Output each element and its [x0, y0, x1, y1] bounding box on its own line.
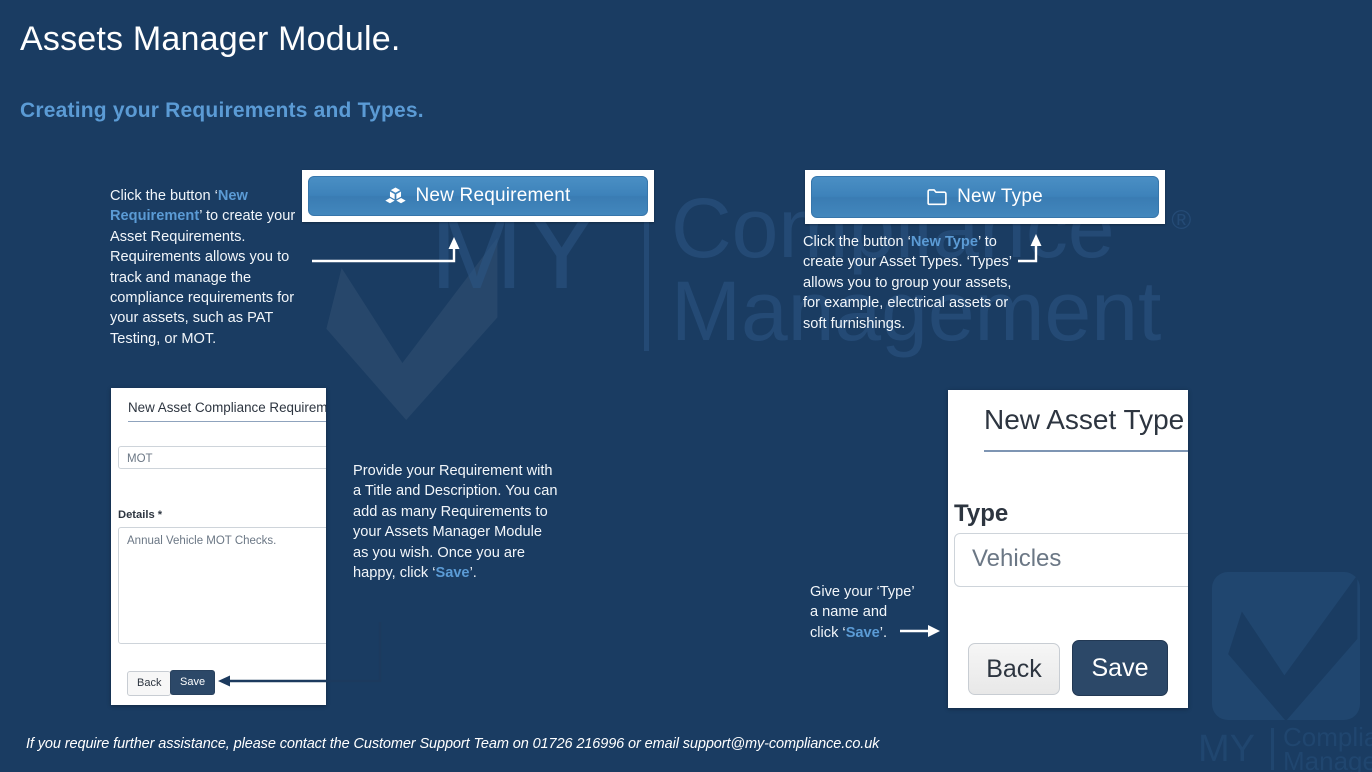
new-type-button[interactable]: New Type: [811, 176, 1159, 218]
new-asset-compliance-requirement-form: New Asset Compliance Requirement Require…: [111, 388, 326, 705]
watermark-checkmark-icon: [310, 230, 510, 420]
logo-divider: [1271, 728, 1274, 771]
callout-form-part1: Provide your Requirement with a Title an…: [353, 463, 558, 582]
callout-req-part1: Click the button ‘: [110, 188, 218, 204]
callout-req-highlight: New Requirement: [110, 188, 248, 225]
type-input[interactable]: Vehicles: [954, 533, 1188, 587]
callout-type-name: Give your ‘Type’ a name and click ‘Save’…: [810, 582, 915, 643]
callout-name-highlight: Save: [845, 624, 880, 641]
logo-square: [1212, 572, 1360, 720]
type-back-button[interactable]: Back: [968, 643, 1060, 695]
details-textarea[interactable]: Annual Vehicle MOT Checks.: [118, 527, 326, 644]
callout-type-part1: Click the button ‘: [803, 234, 911, 250]
requirement-save-button[interactable]: Save: [170, 670, 216, 695]
callout-name-part1: Give your ‘Type’ a name and click ‘: [810, 584, 915, 641]
callout-type-highlight: New Type: [910, 234, 978, 250]
logo-brand-compliance: Compliance: [1283, 722, 1372, 752]
logo-brand-text: MY ® Compliance Management: [1198, 722, 1372, 772]
page-title: Assets Manager Module.: [20, 20, 401, 58]
new-requirement-button[interactable]: New Requirement: [308, 176, 648, 216]
connector-arrow-new-requirement: [310, 236, 466, 270]
watermark-divider: [644, 201, 649, 351]
boxes-icon: [385, 187, 407, 206]
requirement-back-button[interactable]: Back: [127, 671, 172, 696]
logo-checkmark-icon: [1212, 572, 1372, 724]
type-form-divider: [984, 450, 1188, 452]
type-save-button[interactable]: Save: [1072, 640, 1168, 696]
new-asset-type-form: New Asset Type Type Vehicles Back Save: [948, 390, 1188, 708]
callout-form-part2: ’.: [469, 565, 477, 582]
callout-form-instructions: Provide your Requirement with a Title an…: [353, 461, 558, 583]
type-field-label: Type: [954, 500, 1009, 527]
logo-brand-management: Management: [1283, 746, 1372, 772]
callout-type-part2: ’ to create your Asset Types. ‘Types’ al…: [803, 234, 1012, 332]
details-field-label: Details *: [118, 509, 163, 521]
new-type-button-frame: New Type: [805, 170, 1165, 224]
callout-form-highlight: Save: [435, 565, 470, 582]
callout-new-type: Click the button ‘New Type’ to create yo…: [803, 232, 1015, 334]
type-form-title: New Asset Type: [984, 404, 1185, 435]
corner-brand-logo: MY ® Compliance Management: [1180, 560, 1372, 772]
new-requirement-button-frame: New Requirement: [302, 170, 654, 222]
requirement-input[interactable]: MOT: [118, 446, 326, 469]
callout-new-requirement: Click the button ‘New Requirement’ to cr…: [110, 186, 310, 349]
requirement-form-divider: [128, 421, 326, 422]
page-subtitle: Creating your Requirements and Types.: [20, 99, 424, 122]
requirement-form-title: New Asset Compliance Requirement: [128, 400, 326, 415]
watermark-registered-icon: ®: [1171, 205, 1192, 235]
folder-icon: [927, 188, 948, 206]
callout-name-part2: ’.: [879, 624, 888, 641]
new-type-button-label: New Type: [957, 186, 1043, 207]
footer-support-text: If you require further assistance, pleas…: [26, 736, 880, 752]
new-requirement-button-label: New Requirement: [415, 185, 571, 206]
callout-req-part2: ’ to create your Asset Requirements. Req…: [110, 208, 296, 347]
connector-arrow-new-type: [1016, 232, 1056, 270]
logo-brand-my: MY: [1198, 727, 1255, 770]
